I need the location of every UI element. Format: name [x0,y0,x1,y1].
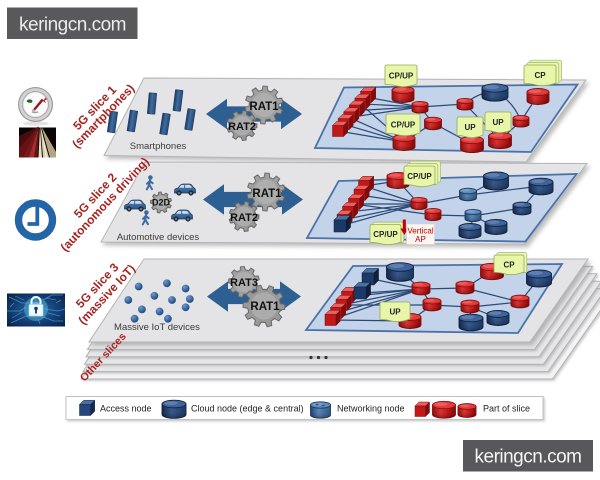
svg-text:CP/UP: CP/UP [407,172,432,181]
svg-text:Massive IoT devices: Massive IoT devices [114,322,200,333]
svg-text:D2D: D2D [152,198,171,208]
svg-text:Automotive devices: Automotive devices [117,232,200,243]
svg-text:keringcn.com: keringcn.com [475,447,582,468]
svg-text:RAT1: RAT1 [252,188,282,200]
svg-text:RAT3: RAT3 [230,277,258,289]
svg-text:CP: CP [503,261,515,270]
svg-text:RAT1: RAT1 [249,101,279,113]
svg-text:CP/UP: CP/UP [373,230,398,239]
svg-text:Smartphones: Smartphones [130,141,187,152]
svg-text:Networking node: Networking node [337,404,405,414]
svg-text:AP: AP [415,235,426,244]
svg-text:keringcn.com: keringcn.com [19,15,126,36]
svg-text:UP: UP [492,118,504,127]
svg-text:RAT1: RAT1 [250,301,280,313]
svg-text:UP: UP [389,308,401,317]
svg-text:CP/UP: CP/UP [389,72,414,81]
svg-text:UP: UP [464,123,476,132]
svg-text:RAT2: RAT2 [230,212,258,224]
svg-text:CP/UP: CP/UP [391,121,416,130]
svg-text:Part of slice: Part of slice [483,404,530,414]
svg-text:CP: CP [534,71,546,80]
svg-text:Cloud node (edge & central): Cloud node (edge & central) [191,404,304,414]
svg-text:Vertical: Vertical [407,227,433,236]
svg-text:Access node: Access node [100,404,152,414]
svg-text:RAT2: RAT2 [228,121,256,133]
